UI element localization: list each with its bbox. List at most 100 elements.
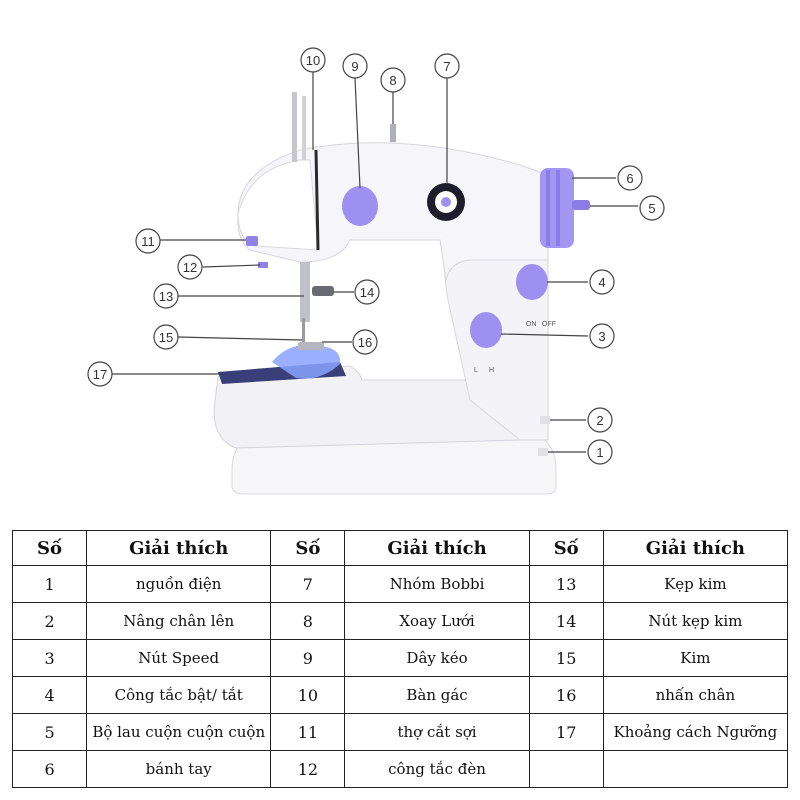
svg-text:6: 6: [626, 171, 633, 186]
thread-guide: [292, 92, 297, 162]
part-number: 4: [11, 676, 88, 714]
part-description: Bộ lau cuộn cuộn cuộn: [86, 713, 272, 751]
callout-2: 2: [587, 407, 613, 433]
speed-switch: [470, 312, 502, 348]
callout-10: 10: [300, 47, 326, 73]
legend-header-row: Số Giải thích Số Giải thích Số Giải thíc…: [11, 530, 789, 566]
svg-text:5: 5: [648, 201, 655, 216]
part-number: 12: [270, 750, 346, 788]
part-number: [528, 750, 604, 788]
svg-text:9: 9: [351, 59, 358, 74]
on-label: ON: [526, 321, 537, 328]
callout-4: 4: [589, 269, 615, 295]
part-description: Khoảng cách Ngưỡng: [602, 713, 789, 751]
sewing-machine: ON OFF L H: [213, 92, 590, 495]
callouts: 1 2 3 4 5 6 7 8 9 10 11 12 13 14 15 16 1…: [87, 47, 665, 465]
part-number: 16: [528, 676, 604, 714]
svg-text:8: 8: [389, 73, 396, 88]
needle: [302, 318, 305, 346]
foot-pedal-port: [540, 416, 550, 424]
off-label: OFF: [542, 321, 556, 328]
part-number: 10: [270, 676, 346, 714]
thread-tension-dial: [342, 186, 378, 226]
part-description: nguồn điện: [86, 565, 272, 603]
part-description: Nâng chân lên: [86, 602, 272, 640]
part-description: nhấn chân: [602, 676, 789, 714]
svg-text:17: 17: [93, 367, 107, 382]
part-number: 9: [270, 639, 346, 677]
part-number: 15: [528, 639, 604, 677]
part-description: thợ cắt sợi: [344, 713, 530, 751]
part-description: bánh tay: [86, 750, 272, 788]
part-description: Công tắc bật/ tắt: [86, 676, 272, 714]
header-number: Số: [270, 530, 346, 566]
part-description: công tắc đèn: [344, 750, 530, 788]
spool-pin: [390, 124, 396, 142]
part-description: Nút Speed: [86, 639, 272, 677]
part-number: 11: [270, 713, 346, 751]
callout-13: 13: [153, 283, 179, 309]
part-number: 14: [528, 602, 604, 640]
svg-text:1: 1: [596, 445, 603, 460]
callout-7: 7: [434, 53, 460, 79]
table-row: 6 bánh tay 12 công tắc đèn: [11, 750, 789, 788]
parts-legend-table: Số Giải thích Số Giải thích Số Giải thíc…: [11, 530, 789, 788]
power-switch: [516, 264, 548, 300]
part-number: 7: [270, 565, 346, 603]
part-number: 6: [11, 750, 88, 788]
thread-cutter: [258, 262, 268, 268]
svg-text:12: 12: [183, 260, 197, 275]
svg-text:2: 2: [596, 413, 603, 428]
part-description: Dây kéo: [344, 639, 530, 677]
callout-16: 16: [352, 329, 378, 355]
header-number: Số: [528, 530, 604, 566]
part-description: Kẹp kim: [602, 565, 789, 603]
power-port: [538, 448, 548, 456]
needle-bar: [300, 262, 310, 322]
fabric: [272, 344, 341, 379]
table-row: 4 Công tắc bật/ tắt 10 Bàn gác 16 nhấn c…: [11, 676, 789, 714]
bobbin-winder-shaft: [572, 200, 590, 210]
callout-17: 17: [87, 361, 113, 387]
callout-lines: [112, 72, 638, 453]
callout-5: 5: [639, 195, 665, 221]
svg-text:7: 7: [443, 59, 450, 74]
part-description: Nhóm Bobbi: [344, 565, 530, 603]
svg-text:15: 15: [159, 330, 173, 345]
part-number: 8: [270, 602, 346, 640]
table-row: 2 Nâng chân lên 8 Xoay Lưới 14 Nút kẹp k…: [11, 602, 789, 640]
table-row: 5 Bộ lau cuộn cuộn cuộn 11 thợ cắt sợi 1…: [11, 713, 789, 751]
callout-12: 12: [177, 254, 203, 280]
part-description: Nút kẹp kim: [602, 602, 789, 640]
part-number: 13: [528, 565, 604, 603]
table-row: 3 Nút Speed 9 Dây kéo 15 Kim: [11, 639, 789, 677]
svg-text:4: 4: [598, 275, 605, 290]
part-number: 1: [11, 565, 88, 603]
part-number: 17: [528, 713, 604, 751]
callout-3: 3: [589, 323, 615, 349]
low-speed-label: L: [474, 367, 478, 374]
svg-text:13: 13: [159, 289, 173, 304]
part-description: Xoay Lưới: [344, 602, 530, 640]
svg-text:14: 14: [360, 285, 374, 300]
part-number: 5: [11, 713, 88, 751]
header-description: Giải thích: [344, 530, 530, 566]
header-number: Số: [11, 530, 88, 566]
callout-14: 14: [354, 279, 380, 305]
callout-9: 9: [342, 53, 368, 79]
presser-foot: [298, 342, 324, 350]
part-description: Kim: [602, 639, 789, 677]
svg-text:3: 3: [598, 329, 605, 344]
part-description: [602, 750, 789, 788]
part-number: 2: [11, 602, 88, 640]
svg-text:16: 16: [358, 335, 372, 350]
sewing-machine-diagram: ON OFF L H 1 2 3 4 5 6 7 8: [87, 47, 665, 495]
part-number: 3: [11, 639, 88, 677]
svg-text:11: 11: [141, 234, 155, 249]
callout-8: 8: [380, 67, 406, 93]
callout-11: 11: [135, 228, 161, 254]
part-description: Bàn gác: [344, 676, 530, 714]
callout-15: 15: [153, 324, 179, 350]
light-switch: [246, 236, 258, 246]
table-row: 1 nguồn điện 7 Nhóm Bobbi 13 Kẹp kim: [11, 565, 789, 603]
